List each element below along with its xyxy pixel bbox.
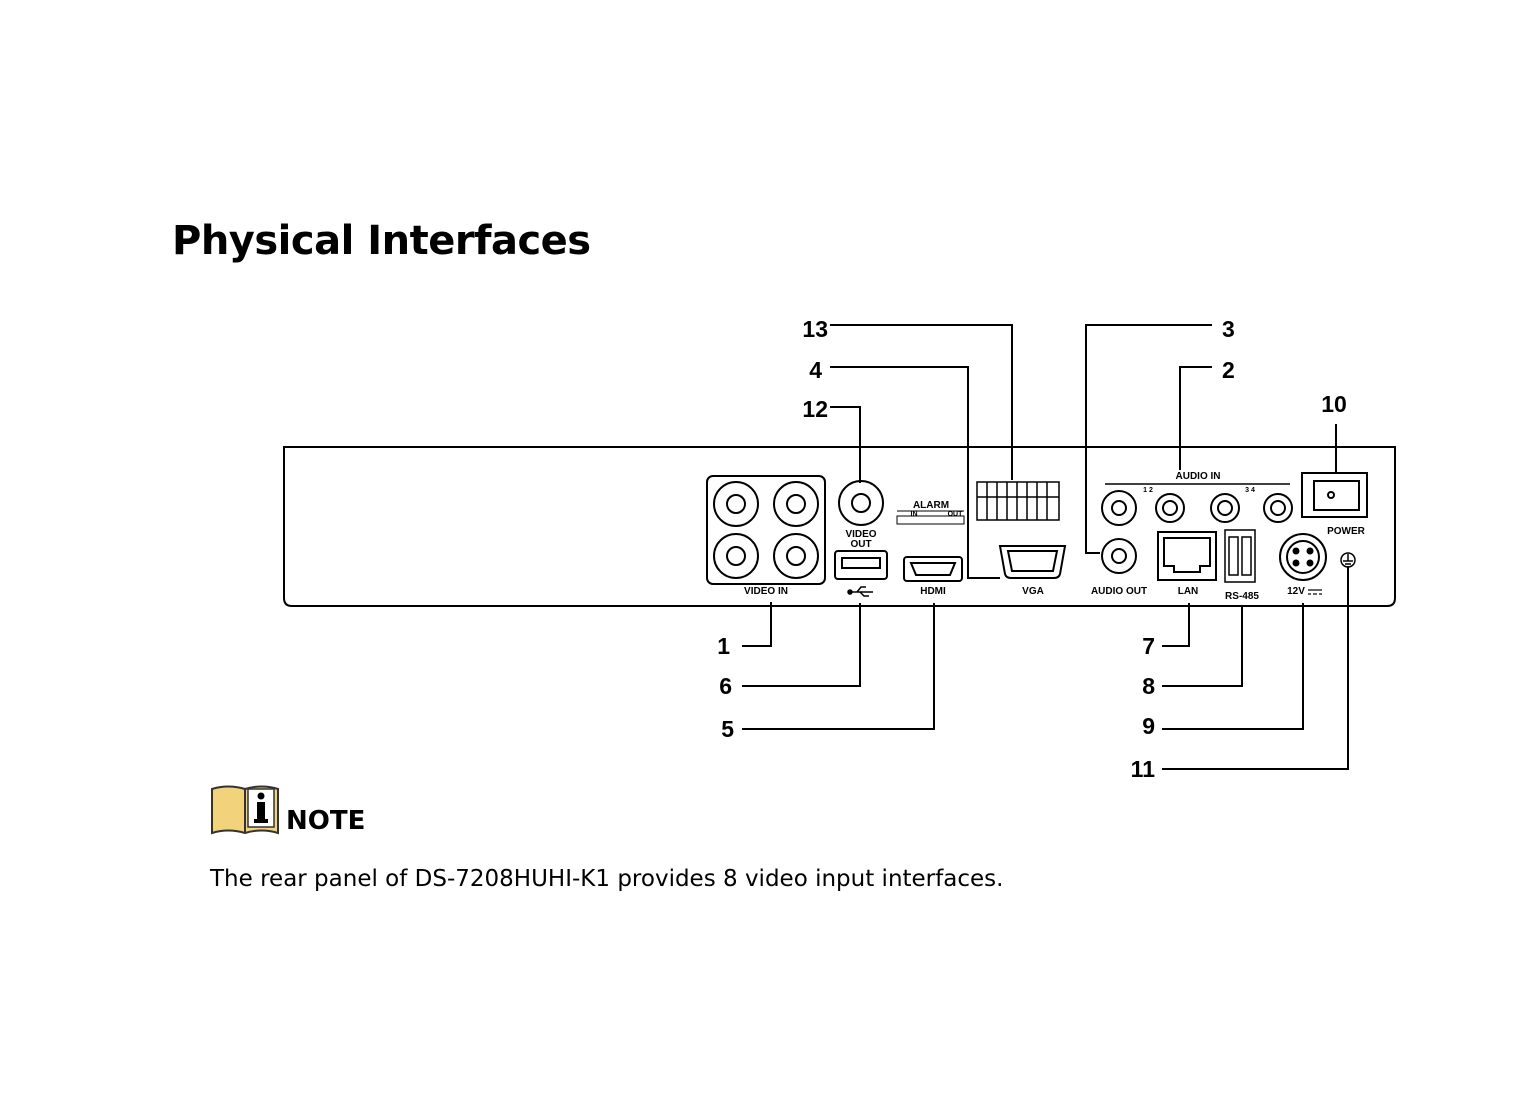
audio-out-port: [1101, 538, 1137, 574]
video-out-port: [838, 480, 884, 526]
audio-in-34-label: 3 4: [1245, 487, 1255, 494]
video-out-label-1: VIDEO: [845, 529, 876, 540]
alarm-out-label: OUT: [948, 511, 964, 518]
usb-icon: [847, 586, 873, 597]
callout-9: 9: [1142, 713, 1155, 739]
vga-label: VGA: [1022, 586, 1044, 597]
video-in-label: VIDEO IN: [744, 586, 788, 597]
audio-in-12-label: 1 2: [1143, 487, 1153, 494]
audio-in-label: AUDIO IN: [1176, 471, 1221, 482]
power-input-label: 12V: [1287, 586, 1305, 597]
usb-port: [834, 550, 888, 580]
audio-out-label: AUDIO OUT: [1091, 586, 1147, 597]
alarm-in-label: IN: [911, 511, 918, 518]
power-switch-label: POWER: [1327, 526, 1366, 537]
terminal-block: [976, 481, 1060, 521]
callout-11: 11: [1131, 756, 1156, 782]
callout-10: 10: [1321, 391, 1347, 417]
callout-3: 3: [1222, 316, 1235, 342]
note-label: NOTE: [286, 806, 366, 836]
power-switch: [1301, 472, 1368, 518]
video-out-label-2: OUT: [850, 539, 871, 550]
hdmi-label: HDMI: [920, 586, 946, 597]
callout-8: 8: [1142, 673, 1155, 699]
lan-label: LAN: [1178, 586, 1199, 597]
callout-4: 4: [809, 357, 822, 383]
chassis-outline: [283, 446, 1396, 607]
callout-12: 12: [802, 396, 828, 422]
note-text: The rear panel of DS-7208HUHI-K1 provide…: [210, 866, 1004, 892]
callout-1: 1: [717, 633, 730, 659]
alarm-terminal-strip: [896, 510, 965, 525]
rs485-label: RS-485: [1225, 591, 1259, 602]
audio-in-port-group: [1101, 490, 1293, 526]
rs485-port: [1224, 529, 1256, 583]
ground-icon: [1340, 552, 1356, 568]
power-input-port: [1279, 533, 1327, 581]
dc-symbol-icon: [1308, 589, 1322, 595]
lan-port: [1157, 531, 1217, 581]
callout-13: 13: [802, 316, 828, 342]
callout-6: 6: [719, 673, 732, 699]
callout-5: 5: [721, 716, 734, 742]
video-in-port-group: [706, 475, 826, 585]
alarm-label: ALARM: [913, 500, 949, 511]
vga-port: [998, 545, 1067, 579]
callout-2: 2: [1222, 357, 1235, 383]
page-title: Physical Interfaces: [172, 218, 591, 264]
hdmi-port: [903, 556, 963, 582]
info-book-icon: [211, 785, 279, 835]
callout-7: 7: [1142, 633, 1155, 659]
